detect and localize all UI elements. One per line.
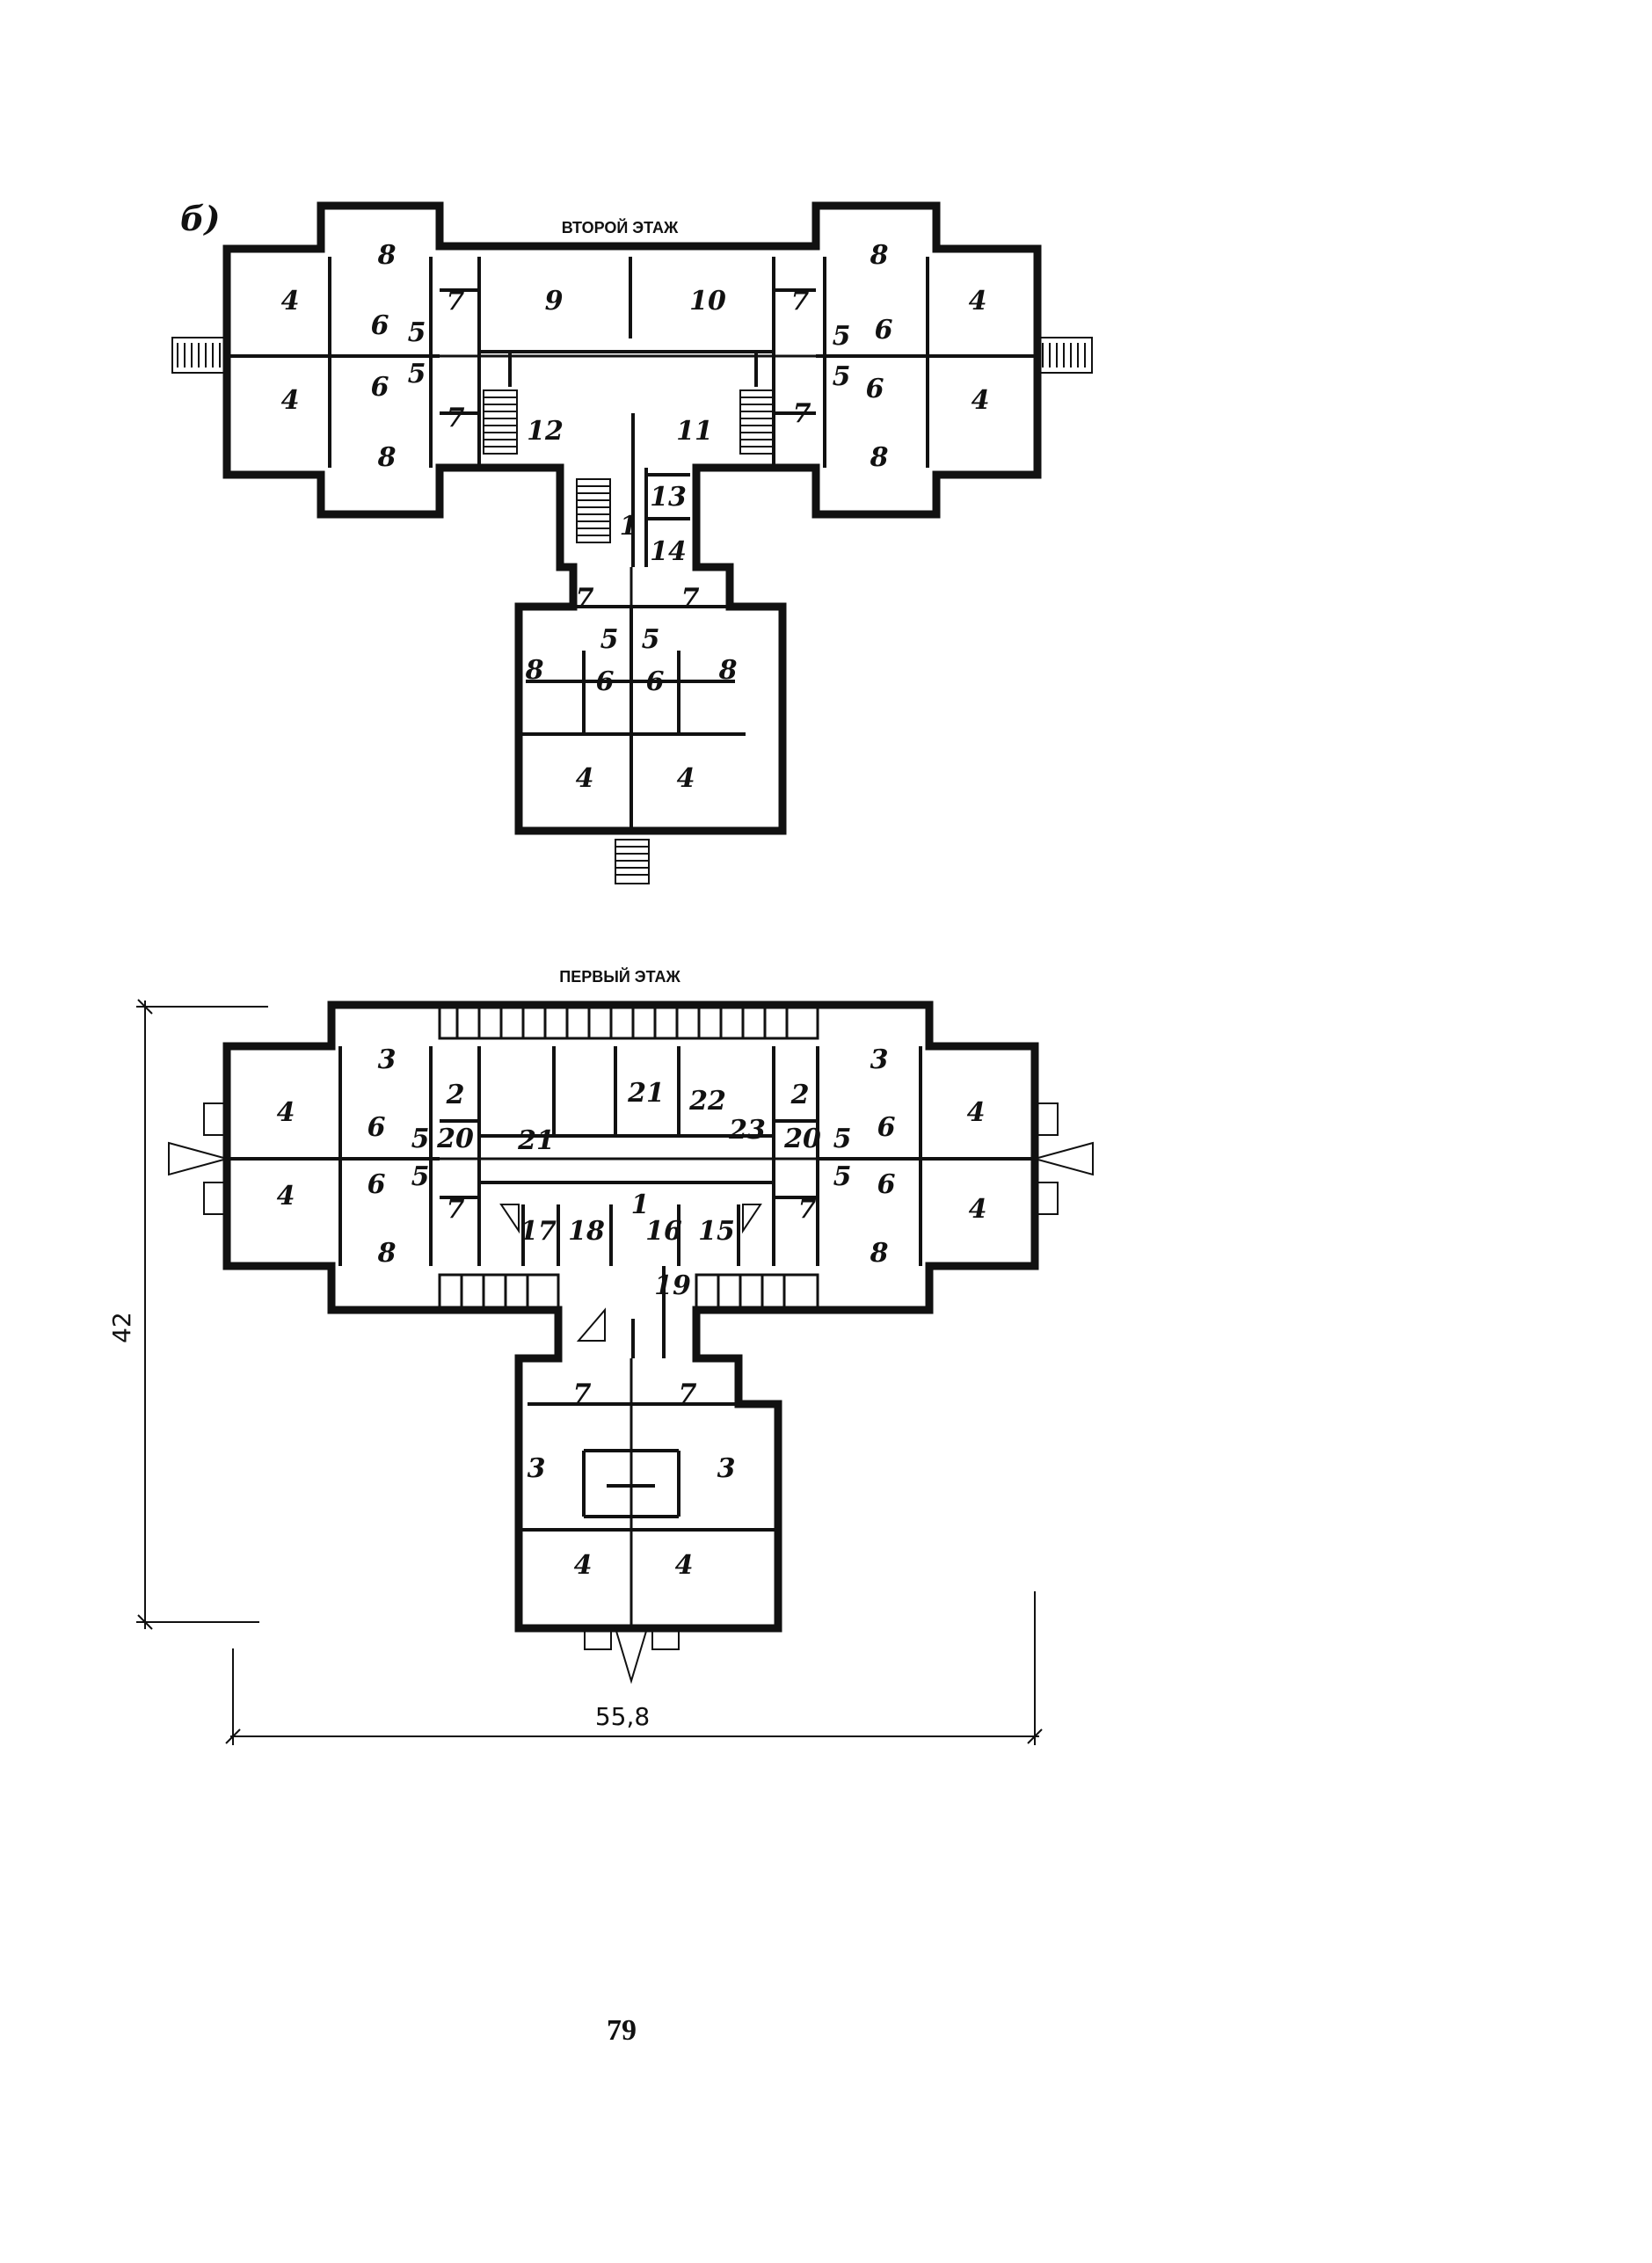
room-label: 7 <box>573 1379 592 1409</box>
room-label: 5 <box>833 321 851 352</box>
room-label: 6 <box>368 1169 386 1200</box>
room-label: 6 <box>368 1112 386 1143</box>
first-floor-outer-wall <box>222 1001 1039 1633</box>
room-label: 8 <box>377 442 397 473</box>
room-label: 23 <box>728 1115 766 1146</box>
room-label: 4 <box>675 1550 694 1581</box>
room-label: 6 <box>877 1169 896 1200</box>
room-label: 3 <box>717 1453 736 1484</box>
room-label: 5 <box>408 359 426 389</box>
room-label: 7 <box>447 1194 465 1225</box>
room-label: 5 <box>833 1124 852 1154</box>
first-floor-corridor <box>227 1157 1035 1628</box>
room-label: 22 <box>688 1086 726 1117</box>
room-label: 7 <box>447 403 465 433</box>
room-label: 1 <box>620 511 638 542</box>
room-label: 7 <box>681 583 700 614</box>
room-label: 4 <box>969 1194 987 1225</box>
room-label: 3 <box>870 1044 889 1075</box>
room-label: 3 <box>528 1453 546 1484</box>
first-floor-interior-walls <box>227 1046 1035 1532</box>
room-label: 4 <box>677 763 695 794</box>
room-label: 7 <box>793 398 811 429</box>
room-label: 2 <box>790 1080 810 1110</box>
room-label: 21 <box>627 1078 665 1109</box>
room-label: 6 <box>371 310 389 341</box>
room-label: 15 <box>698 1216 735 1247</box>
room-label: 8 <box>870 442 889 473</box>
room-label: 5 <box>600 624 619 655</box>
room-label: 6 <box>371 372 389 403</box>
room-label: 4 <box>281 286 300 317</box>
figure-letter: б) <box>180 199 220 238</box>
room-label: 5 <box>833 1161 852 1192</box>
room-label: 9 <box>545 286 564 317</box>
room-label: 5 <box>833 361 851 392</box>
first-floor-plan: ПЕРВЫЙ ЭТАЖ <box>107 967 1094 1745</box>
room-label: 5 <box>408 317 426 348</box>
room-label: 21 <box>517 1125 555 1156</box>
room-label: 7 <box>798 1194 817 1225</box>
second-floor-stairs <box>171 337 1093 884</box>
room-label: 6 <box>866 374 884 404</box>
room-label: 6 <box>646 666 665 697</box>
room-label: 6 <box>877 1112 896 1143</box>
room-label: 8 <box>870 240 889 271</box>
room-label: 20 <box>783 1124 821 1154</box>
second-floor-room-labels: 4 8 7 6 5 5 6 4 8 7 9 10 12 11 7 5 6 5 6… <box>281 240 990 794</box>
room-label: 5 <box>411 1124 430 1154</box>
first-floor-heading: ПЕРВЫЙ ЭТАЖ <box>559 967 680 986</box>
room-label: 4 <box>574 1550 593 1581</box>
room-label: 6 <box>875 315 893 346</box>
room-label: 20 <box>436 1124 474 1154</box>
room-label: 7 <box>791 286 810 317</box>
room-label: 7 <box>447 286 465 317</box>
room-label: 5 <box>642 624 660 655</box>
room-label: 18 <box>568 1216 605 1247</box>
room-label: 2 <box>446 1080 465 1110</box>
room-label: 13 <box>650 482 687 513</box>
room-label: 4 <box>972 385 990 416</box>
second-floor-plan: б) ВТОРОЙ ЭТАЖ <box>171 199 1093 884</box>
room-label: 14 <box>650 536 687 567</box>
first-floor-room-labels: 3 2 4 6 5 20 5 6 4 7 8 21 22 21 23 20 2 … <box>277 1044 987 1581</box>
room-label: 17 <box>520 1216 557 1247</box>
room-label: 8 <box>377 240 397 271</box>
room-label: 12 <box>527 416 564 447</box>
width-dimension: 55,8 <box>595 1702 650 1731</box>
room-label: 16 <box>645 1216 682 1247</box>
second-floor-corridor <box>227 354 1037 831</box>
room-label: 4 <box>277 1097 295 1128</box>
room-label: 8 <box>377 1238 397 1269</box>
room-label: 4 <box>967 1097 986 1128</box>
first-floor-stairs <box>168 1102 1094 1685</box>
room-label: 6 <box>596 666 615 697</box>
first-floor-galleries <box>438 1003 819 1310</box>
second-floor-heading: ВТОРОЙ ЭТАЖ <box>562 218 679 236</box>
room-label: 4 <box>277 1181 295 1212</box>
room-label: 8 <box>870 1238 889 1269</box>
room-label: 4 <box>576 763 594 794</box>
room-label: 8 <box>525 655 544 686</box>
page-number: 79 <box>607 2014 637 2047</box>
room-label: 5 <box>411 1161 430 1192</box>
dimension-lines <box>136 999 1043 1745</box>
room-label: 4 <box>969 286 987 317</box>
room-label: 4 <box>281 385 300 416</box>
room-label: 3 <box>378 1044 397 1075</box>
room-label: 7 <box>576 583 594 614</box>
room-label: 1 <box>631 1190 650 1220</box>
room-label: 8 <box>718 655 738 686</box>
room-label: 19 <box>654 1270 691 1301</box>
height-dimension: 42 <box>107 1312 136 1343</box>
room-label: 11 <box>676 416 713 447</box>
room-label: 7 <box>679 1379 697 1409</box>
room-label: 10 <box>689 286 726 317</box>
